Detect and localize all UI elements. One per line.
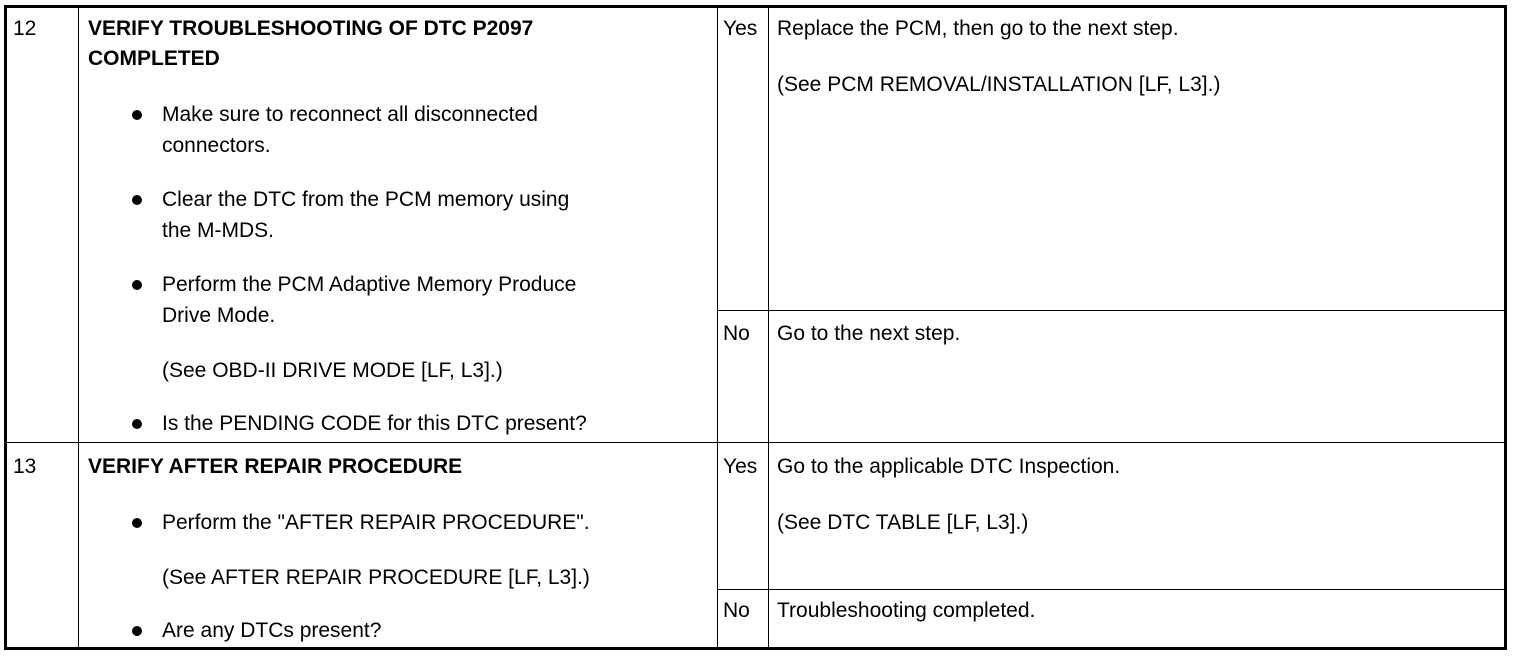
bullet-icon bbox=[132, 110, 142, 120]
column-divider bbox=[768, 8, 769, 647]
answer-no: No bbox=[723, 599, 750, 622]
answer-no: No bbox=[723, 322, 750, 345]
bullet-icon bbox=[132, 195, 142, 205]
result-divider bbox=[717, 310, 1504, 311]
action-text: Replace the PCM, then go to the next ste… bbox=[777, 17, 1179, 40]
list-item: Clear the DTC from the PCM memory using bbox=[162, 188, 570, 211]
result-divider bbox=[717, 589, 1504, 590]
reference-text: (See DTC TABLE [LF, L3].) bbox=[777, 511, 1029, 534]
step-number: 13 bbox=[13, 455, 37, 478]
bullet-icon bbox=[132, 518, 142, 528]
list-item: Is the PENDING CODE for this DTC present… bbox=[162, 412, 587, 435]
list-item: the M-MDS. bbox=[162, 219, 275, 242]
step-title: COMPLETED bbox=[88, 47, 220, 70]
answer-yes: Yes bbox=[723, 17, 758, 40]
step-number: 12 bbox=[13, 17, 37, 40]
action-text: Troubleshooting completed. bbox=[777, 599, 1036, 622]
bullet-icon bbox=[132, 280, 142, 290]
list-item: Drive Mode. bbox=[162, 304, 276, 327]
step-title: VERIFY TROUBLESHOOTING OF DTC P2097 bbox=[88, 17, 534, 40]
action-text: Go to the applicable DTC Inspection. bbox=[777, 455, 1121, 478]
reference-text: (See PCM REMOVAL/INSTALLATION [LF, L3].) bbox=[777, 73, 1221, 96]
row-divider bbox=[7, 442, 1504, 443]
list-item: Make sure to reconnect all disconnected bbox=[162, 103, 538, 126]
step-title: VERIFY AFTER REPAIR PROCEDURE bbox=[88, 455, 463, 478]
bullet-icon bbox=[132, 419, 142, 429]
troubleshooting-table: 12 VERIFY TROUBLESHOOTING OF DTC P2097 C… bbox=[4, 5, 1507, 650]
action-text: Go to the next step. bbox=[777, 322, 961, 345]
list-item: Are any DTCs present? bbox=[162, 619, 382, 642]
list-item: connectors. bbox=[162, 134, 271, 157]
bullet-icon bbox=[132, 626, 142, 636]
answer-yes: Yes bbox=[723, 455, 758, 478]
list-item: Perform the PCM Adaptive Memory Produce bbox=[162, 273, 577, 296]
reference-text: (See AFTER REPAIR PROCEDURE [LF, L3].) bbox=[162, 566, 590, 589]
column-divider bbox=[78, 8, 79, 647]
reference-text: (See OBD-II DRIVE MODE [LF, L3].) bbox=[162, 359, 503, 382]
list-item: Perform the "AFTER REPAIR PROCEDURE". bbox=[162, 511, 590, 534]
column-divider bbox=[717, 8, 718, 647]
